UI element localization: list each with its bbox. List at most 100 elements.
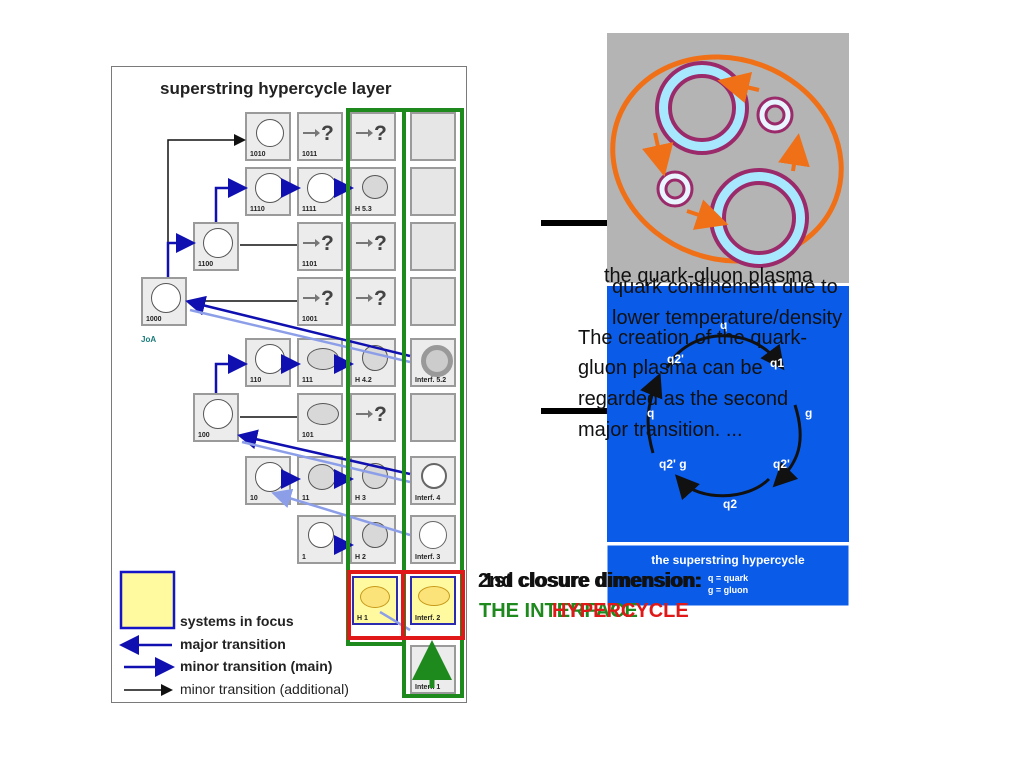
creation-text-4: major transition. ...	[578, 419, 743, 441]
cell-1011: ? 1011	[297, 112, 343, 161]
minor-arrow	[356, 239, 373, 247]
cell-glyph	[308, 464, 336, 490]
cell-glyph	[203, 399, 233, 429]
cell-label: 101	[302, 432, 314, 439]
cell-label: H 5.3	[355, 206, 372, 213]
cell-glyph	[307, 403, 339, 425]
cycle-arrow	[674, 474, 771, 501]
cell-label: Interf. 1	[415, 684, 441, 691]
gluon-label: g	[805, 406, 812, 420]
cell-circle	[764, 104, 786, 126]
cell-label: 1011	[302, 151, 318, 158]
cell-empty-r1	[410, 112, 456, 161]
cell-label: 1101	[302, 261, 318, 268]
legend-focus-swatch	[119, 570, 176, 630]
minor-arrow	[356, 294, 373, 302]
cycle-arrow	[772, 404, 802, 488]
cell-glyph	[255, 344, 285, 374]
cell-1101: ? 1101	[297, 222, 343, 271]
cell-label: 1	[302, 554, 306, 561]
cell-label: H 3	[355, 495, 366, 502]
hypercycle-box-title: the superstring hypercycle	[651, 553, 805, 567]
cell-h53: H 5.3	[350, 167, 396, 216]
cell-empty-r2	[410, 167, 456, 216]
legend-systems-label: systems in focus	[180, 613, 294, 629]
cell-interf-2: Interf. 2	[410, 576, 456, 625]
closure-label-1st: 1st closure dimension:	[483, 570, 701, 592]
cell-glyph	[360, 586, 390, 608]
minor-arrow	[303, 239, 320, 247]
cell-glyph	[421, 463, 447, 489]
quark-gluon-figure: q q1 q2' q g q2' g q2' q2 the superstrin…	[606, 33, 850, 607]
unknown-mark: ?	[374, 122, 387, 145]
quark-label: q	[647, 406, 654, 420]
flow-arrow	[717, 71, 760, 104]
cell-label: 1001	[302, 316, 318, 323]
cell-label: 1000	[146, 316, 162, 323]
interface-label: THE INTERFACE	[479, 600, 638, 622]
quark-label: q1	[770, 356, 784, 370]
cell-glyph	[418, 586, 450, 606]
hypercycle-box-legend-quark: q = quark	[708, 573, 749, 583]
minor-arrow	[356, 129, 373, 137]
cell-glyph	[203, 228, 233, 258]
cell-glyph	[307, 173, 337, 203]
plasma-label: the quark-gluon plasma	[604, 265, 814, 287]
unknown-mark: ?	[374, 287, 387, 310]
cell-label: 1111	[302, 206, 317, 213]
cell-label: 1110	[250, 206, 265, 213]
cell-101: 101	[297, 393, 343, 442]
cell-label: Interf. 3	[415, 554, 441, 561]
interface-column-frame	[402, 108, 464, 698]
quark-label: q2	[723, 497, 737, 511]
cell-glyph	[151, 283, 181, 313]
cell-empty-r3	[410, 222, 456, 271]
minor-transition-arrow	[166, 233, 196, 277]
focus-frame-h1	[347, 570, 405, 640]
creation-text-3: regarded as the second	[578, 388, 789, 410]
cell-1100: 1100	[193, 222, 239, 271]
cell-glyph	[308, 522, 334, 548]
cell-glyph	[256, 119, 284, 147]
cell-interf-3: Interf. 3	[410, 515, 456, 564]
focus-frame-interf2	[401, 570, 465, 640]
confinement-label-1: quark confinement due to	[612, 276, 838, 298]
confinement-ellipse	[610, 54, 844, 264]
cell-circle	[668, 74, 736, 142]
unknown-mark: ?	[321, 122, 334, 145]
unknown-mark: ?	[374, 232, 387, 255]
cell-unknown-r3: ?	[350, 222, 396, 271]
diagram-title: superstring hypercycle layer	[160, 79, 392, 98]
cell-interf-4: Interf. 4	[410, 456, 456, 505]
cell-empty-r4	[410, 277, 456, 326]
cell-unknown-r1: ?	[350, 112, 396, 161]
cell-glyph	[362, 175, 388, 199]
cycle-arrow	[665, 334, 785, 371]
unknown-mark: ?	[374, 403, 387, 426]
cell-circle	[722, 181, 796, 255]
flow-arrow	[778, 133, 810, 172]
cell-empty-r6	[410, 393, 456, 442]
cell-label: 1010	[250, 151, 266, 158]
minor-arrow	[303, 294, 320, 302]
cycle-arrow	[640, 372, 663, 454]
hypercycle-label: HYPERCYCLE	[552, 600, 689, 622]
confinement-label-2: lower temperature/density	[612, 307, 843, 329]
cell-unknown-r4: ?	[350, 277, 396, 326]
cell-label: Interf. 2	[415, 615, 441, 622]
cell-100: 100	[193, 393, 239, 442]
quark-label: q	[720, 318, 727, 332]
cell-1010: 1010	[245, 112, 291, 161]
quark-label: q2' g	[659, 457, 687, 471]
cell-label: 110	[250, 377, 262, 384]
cell-label: 1100	[198, 261, 214, 268]
major-transition-arrow	[241, 440, 411, 484]
cell-interf-52: Interf. 5.2	[410, 338, 456, 387]
cell-label: Interf. 4	[415, 495, 441, 502]
hypercycle-column-frame	[346, 108, 406, 646]
cell-glyph	[255, 462, 285, 492]
quark-label: q2'	[773, 457, 790, 471]
cell-unknown-r6: ?	[350, 393, 396, 442]
cell-label: H 2	[355, 554, 366, 561]
